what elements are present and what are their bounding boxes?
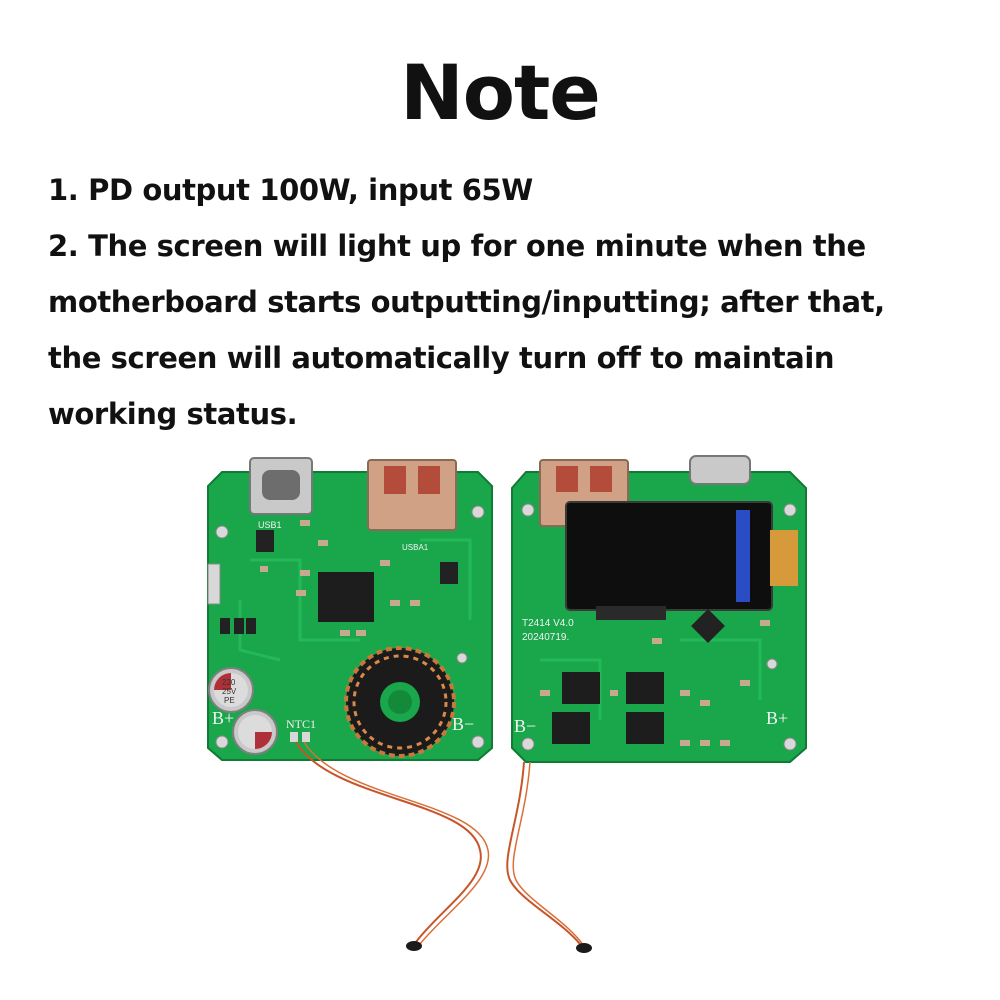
cap1-value: 220 [222,678,236,687]
usb1-label: USB1 [258,520,282,530]
ntc-label: NTC1 [286,717,316,731]
left-b-plus-label: B+ [212,708,234,728]
right-b-plus-label: B+ [766,708,788,728]
note-line-3: motherboard starts outputting/inputting;… [48,285,885,319]
model-label: T2414 V4.0 [522,618,574,629]
mosfet-2 [626,672,664,704]
cap1-voltage: 25V [222,687,237,696]
capacitor-1: 220 25V PE [208,667,254,713]
cap1-type: PE [224,696,235,705]
right-pcb-board: T2414 V4.0 20240719. B− B+ [511,455,807,763]
note-line-2: 2. The screen will light up for one minu… [48,229,866,263]
controller-ic [318,572,374,622]
mosfet-3 [552,712,590,744]
usba1-label: USBA1 [402,543,429,552]
ntc-probe-tip-right [576,943,592,953]
notes-list: 1. PD output 100W, input 65W 2. The scre… [48,162,968,442]
capacitor-2 [232,709,278,755]
ntc-probe-tip-left [406,941,422,951]
pcb-product-photo: USB1 USBA1 220 25V PE [207,455,807,953]
left-pcb-board: USB1 USBA1 220 25V PE [207,457,493,761]
right-usb-c-port [689,455,751,485]
note-line-5: working status. [48,397,298,431]
lcd-display [565,501,798,620]
note-line-4: the screen will automatically turn off t… [48,341,835,375]
mosfet-4 [626,712,664,744]
date-label: 20240719. [522,632,569,643]
note-line-1: 1. PD output 100W, input 65W [48,173,533,207]
right-b-minus-label: B− [514,716,536,736]
page-title: Note [400,48,601,137]
left-b-minus-label: B− [452,714,474,734]
toroid-inductor [344,646,456,758]
ntc-probe-wires [295,741,592,953]
usb-a-port [367,459,457,531]
mosfet-1 [562,672,600,704]
